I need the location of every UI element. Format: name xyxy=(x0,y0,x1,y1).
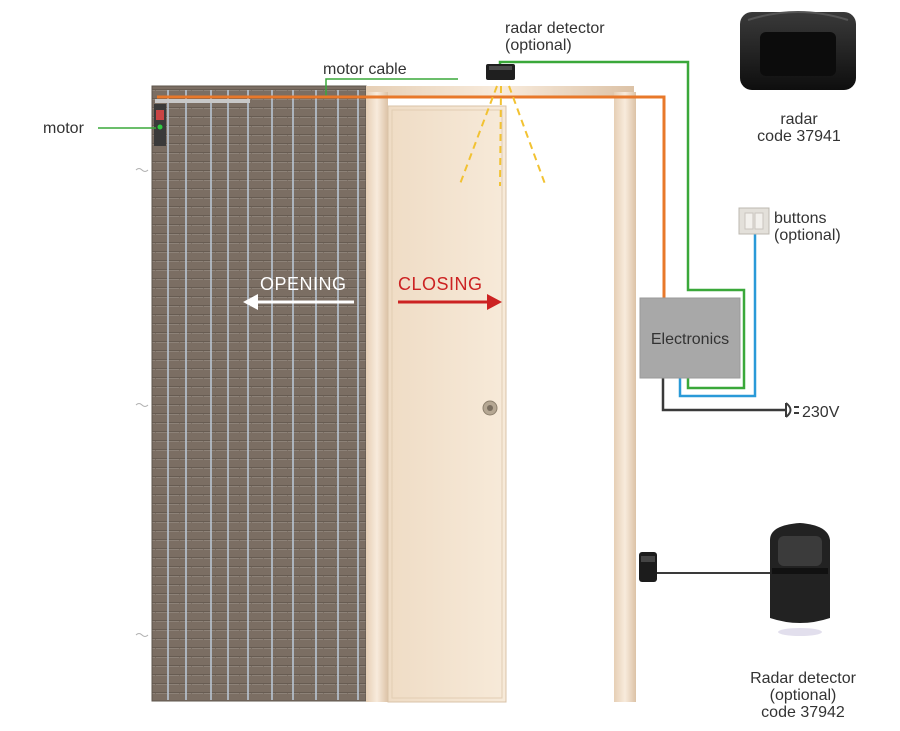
motor-label: motor xyxy=(43,120,84,137)
radar-beams xyxy=(459,85,546,187)
closing-label: CLOSING xyxy=(398,274,483,294)
radar-wire xyxy=(498,60,746,390)
motor-icon xyxy=(154,104,166,146)
wall-switch-icon xyxy=(738,207,770,235)
motor-cable-label: motor cable xyxy=(323,61,407,78)
motor-cable-leader xyxy=(325,78,458,98)
electronics-label: Electronics xyxy=(650,331,730,348)
power-label: 230V xyxy=(802,404,840,421)
presence-radar-icon xyxy=(770,523,830,636)
radar-product-label: radar code 37941 xyxy=(738,111,860,145)
radar-sensor-icon xyxy=(486,64,515,80)
buttons-label-line2: (optional) xyxy=(774,227,841,244)
wall-panel xyxy=(151,85,367,702)
radar-bottom-label-line1: Radar detector xyxy=(750,670,856,687)
radar-device-icon xyxy=(740,11,856,90)
motor-cable-wire xyxy=(157,95,666,298)
closing-arrow xyxy=(398,294,502,310)
radar-bottom-label-line3: code 37942 xyxy=(761,704,845,721)
edge-marks xyxy=(135,168,149,637)
power-wire xyxy=(661,378,785,412)
buttons-label: buttons (optional) xyxy=(774,210,841,244)
track-rail xyxy=(155,99,250,103)
radar-product-label-line2: code 37941 xyxy=(757,128,841,145)
radar-bottom-label-line2: (optional) xyxy=(769,687,837,704)
opening-label: OPENING xyxy=(260,274,347,294)
power-plug-icon xyxy=(785,402,799,418)
radar-bottom-label: Radar detector (optional) code 37942 xyxy=(728,670,878,721)
buttons-wire xyxy=(678,232,757,398)
opening-arrow xyxy=(243,294,354,310)
control-box-icon xyxy=(639,297,741,379)
door-knob-icon xyxy=(482,400,498,416)
frame-radar-sensor xyxy=(639,552,657,582)
buttons-label-line1: buttons xyxy=(774,210,827,227)
radar-top-label-line2: (optional) xyxy=(505,37,572,54)
radar-product-label-line1: radar xyxy=(780,111,818,128)
radar-top-label-line1: radar detector xyxy=(505,20,605,37)
radar-top-label: radar detector (optional) xyxy=(505,20,605,54)
